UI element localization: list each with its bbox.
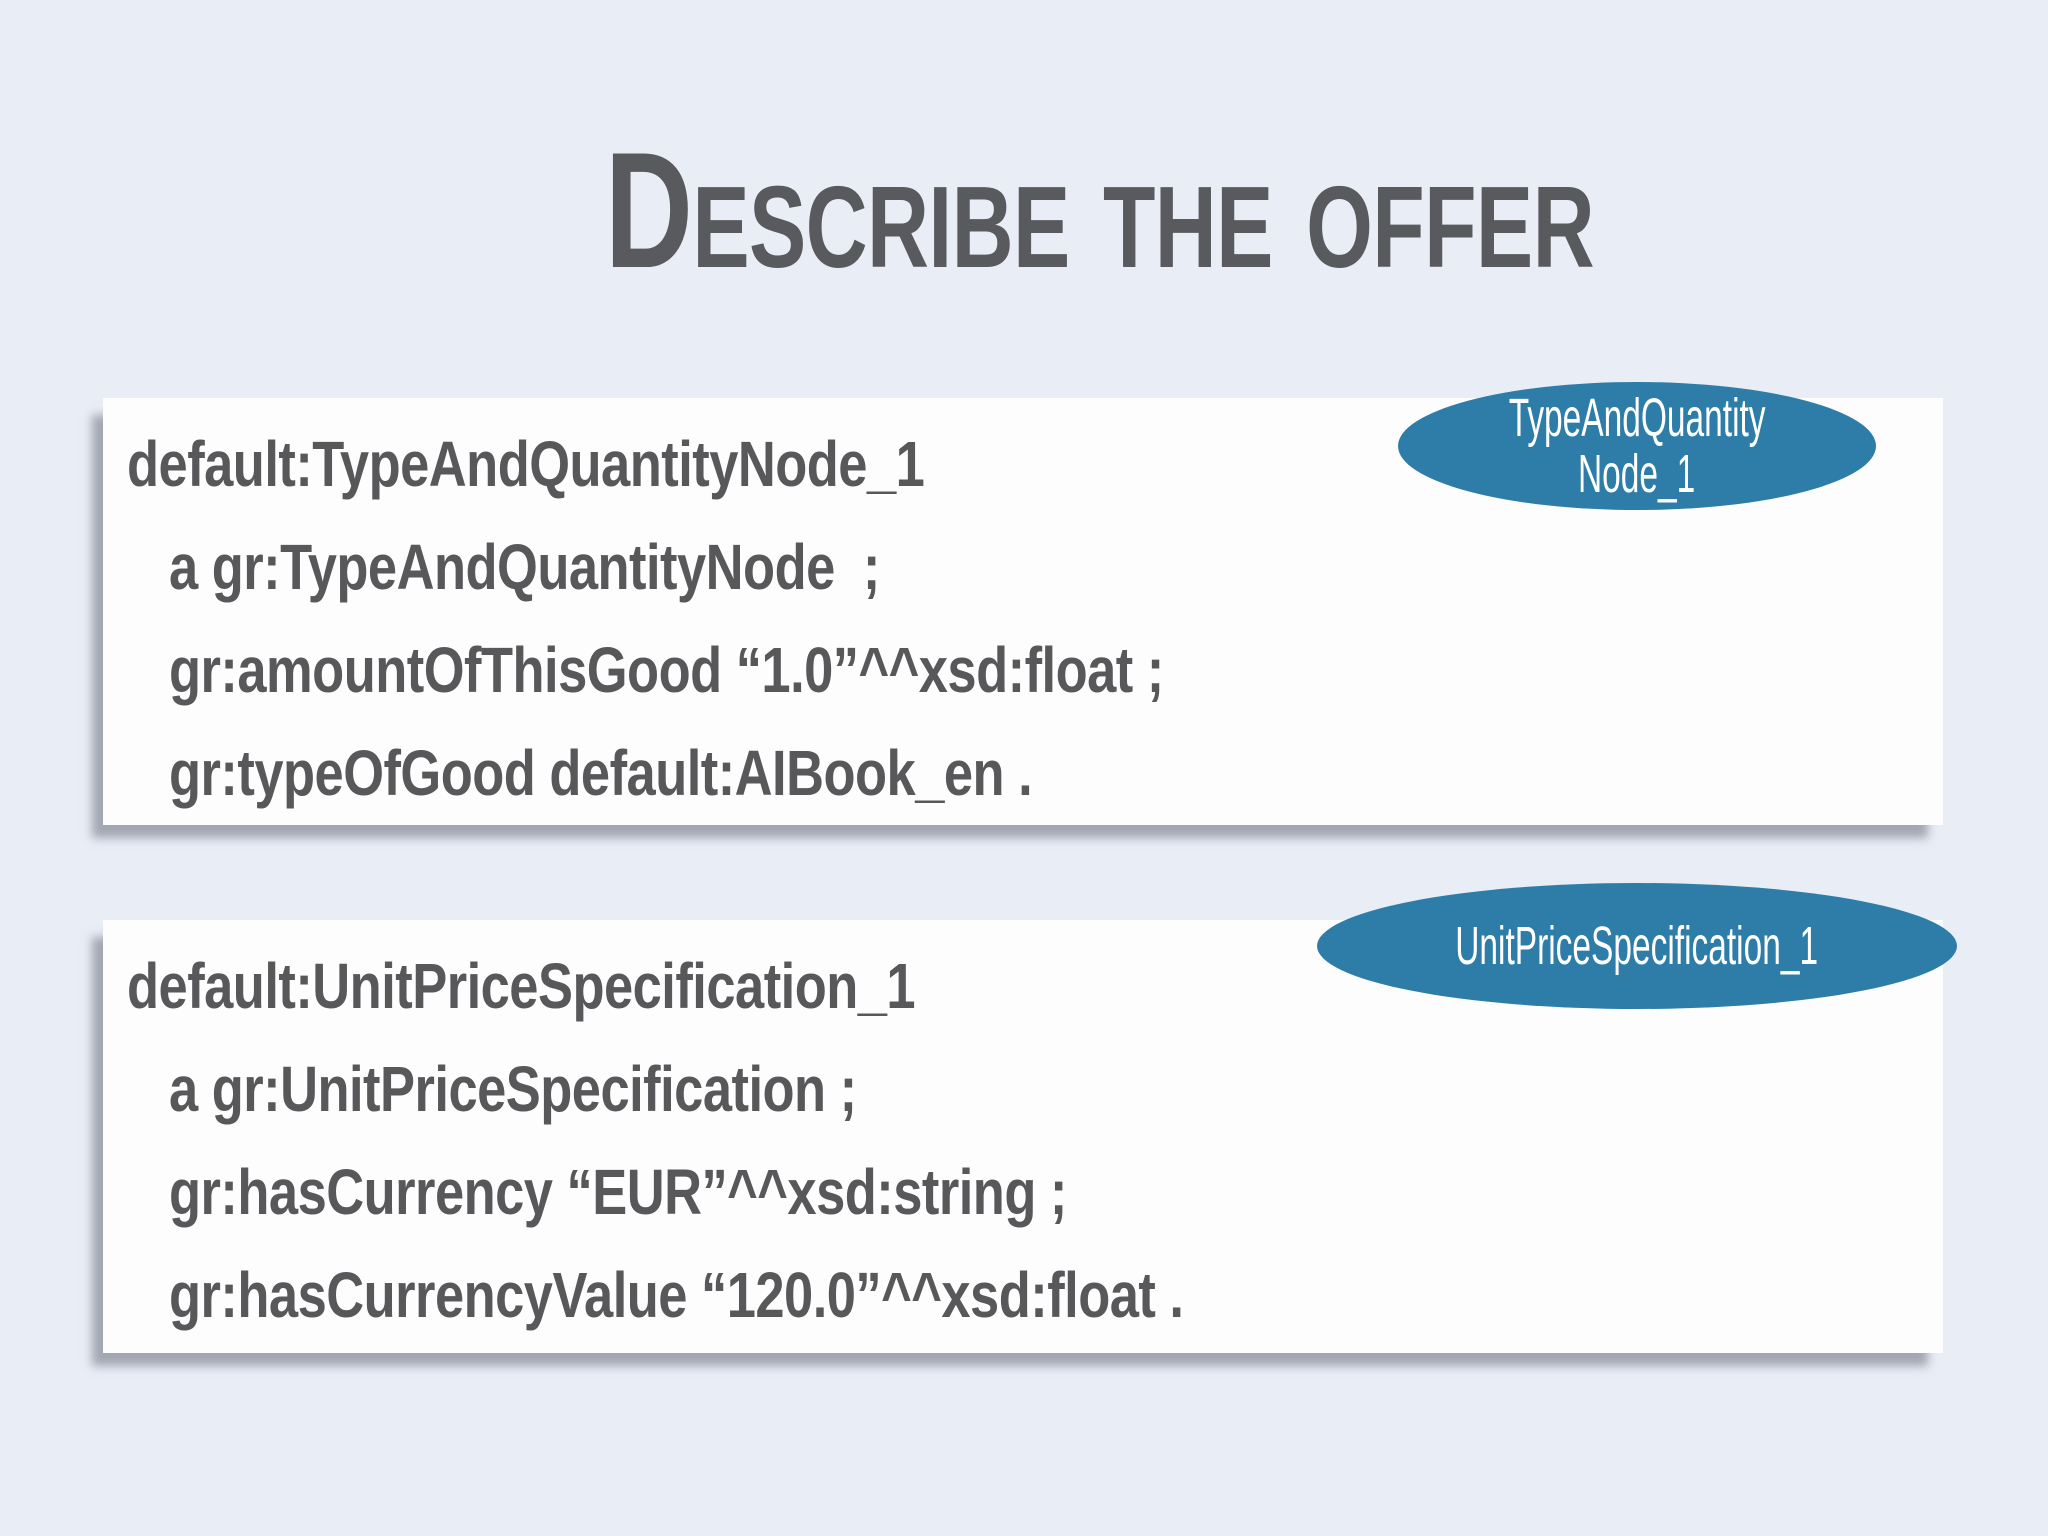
page-title: Describe the offer	[0, 128, 2048, 293]
code-line-currency-value: gr:hasCurrencyValue “120.0”^^xsd:float .	[169, 1258, 1184, 1331]
code-line-subject: default:TypeAndQuantityNode_1	[127, 427, 925, 500]
code-line-type: a gr:UnitPriceSpecification ;	[169, 1052, 857, 1125]
graph-node-badge-unit-price-specification: UnitPriceSpecification_1	[1317, 883, 1957, 1009]
code-line-currency: gr:hasCurrency “EUR”^^xsd:string ;	[169, 1155, 1067, 1228]
page-title-text: Describe the offer	[604, 118, 1594, 302]
badge-label-line: TypeAndQuantity	[1508, 388, 1766, 448]
graph-node-badge-type-and-quantity: TypeAndQuantity Node_1	[1398, 382, 1876, 510]
code-line-amount: gr:amountOfThisGood “1.0”^^xsd:float ;	[169, 633, 1164, 706]
code-line-type-of-good: gr:typeOfGood default:AIBook_en .	[169, 736, 1033, 809]
code-line-subject: default:UnitPriceSpecification_1	[127, 949, 916, 1022]
badge-label-line: UnitPriceSpecification_1	[1455, 916, 1819, 976]
badge-label-line: Node_1	[1578, 444, 1696, 504]
code-line-type: a gr:TypeAndQuantityNode ;	[169, 530, 880, 603]
